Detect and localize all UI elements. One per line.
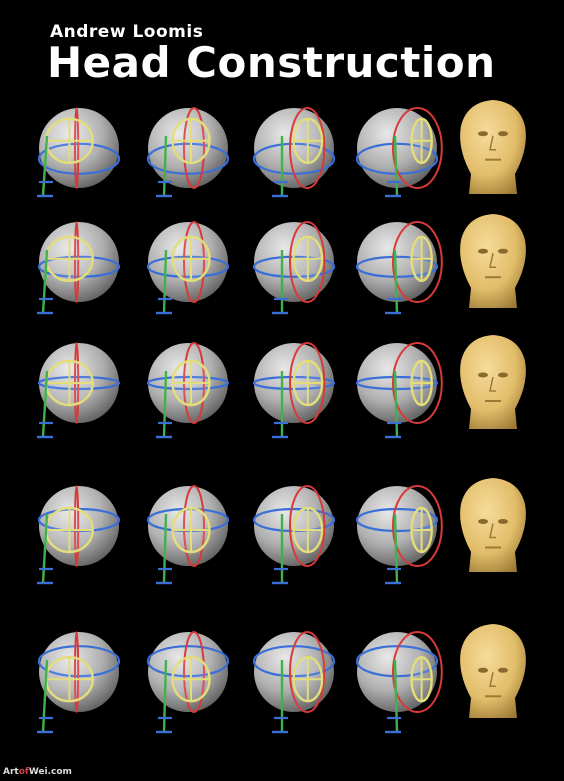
cell-eye-level-profile: [355, 342, 443, 439]
nose: [489, 376, 496, 392]
center-line: [74, 107, 80, 189]
cranium-sphere: [357, 486, 437, 566]
cell-slightly-down-three-quarter-left: [37, 485, 121, 585]
jaw-guide: [162, 249, 168, 314]
brow-line: [146, 142, 230, 175]
right-eye: [498, 248, 508, 254]
center-line: [183, 485, 205, 567]
jaw-guide: [393, 513, 399, 584]
cell-looking-up-three-quarter-left: [37, 107, 121, 198]
center-line: [392, 342, 443, 424]
cell-slightly-down-rendered-bust: [460, 478, 526, 572]
center-line: [183, 107, 205, 189]
jaw-guide: [393, 135, 399, 197]
cell-looking-up-rendered-bust: [460, 100, 526, 194]
credit-text: ArtofWei.com: [3, 767, 72, 777]
center-line: [183, 631, 205, 713]
cell-eye-level-three-quarter-turn: [146, 342, 230, 439]
center-line: [392, 107, 443, 189]
center-line: [289, 107, 326, 189]
brow-line: [355, 375, 439, 391]
jaw-guide: [41, 249, 49, 314]
jaw-guide: [393, 370, 399, 438]
cell-looking-up-partial-profile: [252, 107, 336, 198]
right-eye: [498, 667, 508, 673]
center-line: [183, 221, 205, 303]
cell-slightly-down-profile: [355, 485, 443, 585]
cell-looking-down-three-quarter-turn: [146, 631, 230, 734]
center-line: [289, 631, 326, 713]
rendered-head: [460, 624, 526, 718]
left-eye: [478, 131, 488, 137]
cell-slightly-up-three-quarter-turn: [146, 221, 230, 315]
center-line: [74, 221, 80, 303]
cranium-sphere: [148, 632, 228, 712]
jaw-guide: [162, 659, 168, 733]
jaw-guide: [162, 135, 168, 197]
center-line: [392, 485, 443, 567]
jaw-guide: [41, 513, 49, 584]
cranium-sphere: [148, 108, 228, 188]
cell-slightly-down-partial-profile: [252, 485, 336, 585]
cell-looking-down-profile: [355, 631, 443, 734]
cell-looking-up-three-quarter-turn: [146, 107, 230, 198]
jaw-guide: [41, 370, 49, 438]
credit-art: Art: [3, 767, 19, 777]
cranium-sphere: [357, 108, 437, 188]
jaw-guide: [162, 513, 168, 584]
cranium-sphere: [148, 486, 228, 566]
jaw-guide: [393, 249, 399, 314]
cell-eye-level-three-quarter-left: [37, 342, 121, 439]
cell-slightly-up-rendered-bust: [460, 214, 526, 308]
center-line: [392, 631, 443, 713]
center-line: [392, 221, 443, 303]
cell-slightly-down-three-quarter-turn: [146, 485, 230, 585]
jaw-guide: [393, 659, 399, 733]
center-line: [289, 342, 326, 424]
left-eye: [478, 519, 488, 524]
brow-line: [146, 255, 230, 278]
center-line: [74, 485, 80, 567]
cell-looking-down-partial-profile: [252, 631, 336, 734]
right-eye: [498, 519, 508, 524]
nose: [489, 672, 496, 688]
cell-slightly-up-profile: [355, 221, 443, 315]
cell-slightly-up-partial-profile: [252, 221, 336, 315]
author-name: Andrew Loomis: [50, 22, 204, 42]
right-eye: [498, 372, 508, 378]
left-eye: [478, 248, 488, 254]
credit-of: of: [18, 767, 29, 777]
left-eye: [478, 372, 488, 378]
brow-line: [355, 507, 439, 533]
cell-eye-level-partial-profile: [252, 342, 336, 439]
jaw-guide: [162, 370, 168, 438]
cell-eye-level-rendered-bust: [460, 335, 526, 429]
page-title: Head Construction: [47, 38, 496, 87]
cranium-sphere: [357, 632, 437, 712]
cell-slightly-up-three-quarter-left: [37, 221, 121, 315]
center-line: [74, 631, 80, 713]
left-eye: [478, 667, 488, 673]
right-eye: [498, 131, 508, 137]
nose: [489, 523, 496, 539]
credit-site: Wei.com: [28, 767, 72, 777]
jaw-guide: [41, 659, 49, 733]
rendered-head: [460, 335, 526, 429]
center-line: [289, 485, 326, 567]
brow-line: [146, 375, 230, 391]
cranium-sphere: [357, 222, 437, 302]
rendered-head: [460, 100, 526, 194]
rendered-head: [460, 214, 526, 308]
cell-looking-down-rendered-bust: [460, 624, 526, 718]
brow-line: [355, 645, 439, 678]
cranium-sphere: [148, 222, 228, 302]
nose: [489, 253, 496, 268]
nose: [489, 135, 496, 151]
cell-looking-up-profile: [355, 107, 443, 198]
jaw-guide: [41, 135, 49, 197]
brow-line: [146, 645, 230, 678]
center-line: [289, 221, 326, 303]
cell-looking-down-three-quarter-left: [37, 631, 121, 734]
